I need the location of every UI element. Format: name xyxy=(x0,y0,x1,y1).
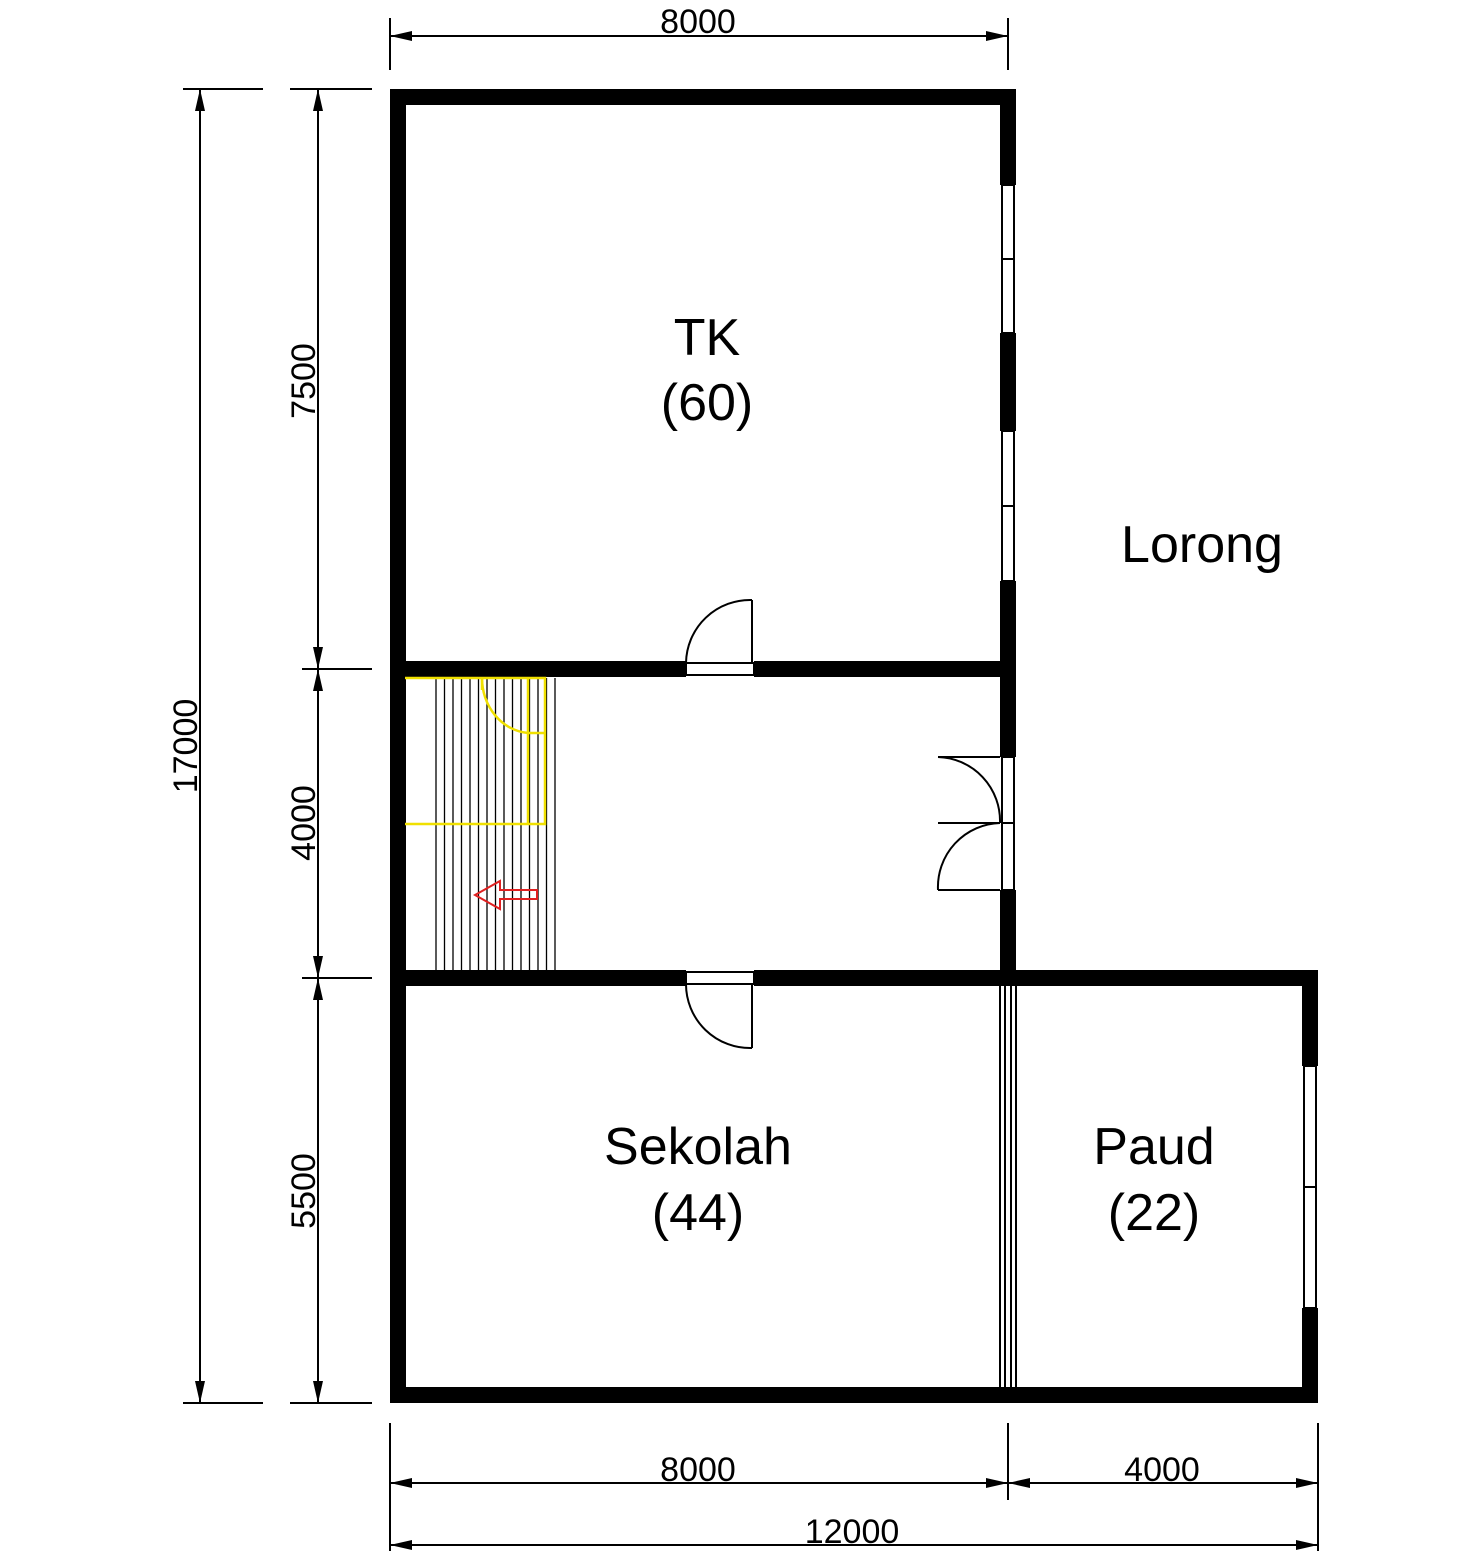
door-sekolah xyxy=(685,971,755,1050)
window-paud-right xyxy=(1303,1065,1317,1309)
stair-direction-arrow-icon xyxy=(472,879,538,911)
partition-sekolah-paud xyxy=(999,986,1017,1387)
room-paud-name: Paud xyxy=(1093,1118,1214,1176)
dimension-total-height-label: 17000 xyxy=(167,699,205,794)
room-lorong-name: Lorong xyxy=(1121,516,1283,574)
dimension-bottom-right-label: 4000 xyxy=(1124,1451,1200,1489)
wall-right-upper-4 xyxy=(1000,890,1016,986)
wall-right-upper-2 xyxy=(1000,333,1016,431)
room-labels: TK (60) Sekolah (44) Paud (22) Lorong xyxy=(604,309,1283,1242)
wall-left xyxy=(390,89,406,1403)
dimension-height-middle-label: 4000 xyxy=(285,785,323,861)
window-tk-right-1 xyxy=(1001,184,1015,334)
dimension-bottom-total: 12000 xyxy=(390,1513,1318,1551)
dimension-top-width-label: 8000 xyxy=(660,3,736,41)
dimension-bottom-split: 8000 4000 xyxy=(389,1423,1319,1551)
room-tk-capacity: (60) xyxy=(661,374,753,432)
room-tk-name: TK xyxy=(674,309,741,367)
doors xyxy=(685,598,1015,1050)
wall-bottom xyxy=(390,1387,1318,1403)
wall-middle-sekolah-2 xyxy=(754,970,1318,986)
dimension-top-width: 8000 xyxy=(389,3,1009,70)
wall-tk-middle-2 xyxy=(754,661,1016,677)
window-tk-right-2 xyxy=(1001,430,1015,582)
windows xyxy=(999,184,1317,1387)
stair-landing-outline xyxy=(405,676,547,826)
wall-middle-sekolah xyxy=(390,970,686,986)
wall-right-upper-3 xyxy=(1000,581,1016,757)
dimension-total-height: 17000 xyxy=(167,88,263,1404)
wall-tk-middle xyxy=(390,661,686,677)
dimension-segment-heights: 7500 4000 5500 xyxy=(285,88,372,1404)
wall-paud-right-1 xyxy=(1302,970,1318,1066)
wall-right-upper-1 xyxy=(1000,89,1016,185)
dimensions: 8000 8000 4000 12000 xyxy=(167,3,1319,1551)
walls xyxy=(390,89,1318,1403)
room-sekolah-name: Sekolah xyxy=(604,1118,792,1176)
room-paud-capacity: (22) xyxy=(1108,1184,1200,1242)
wall-paud-right-2 xyxy=(1302,1308,1318,1403)
dimension-height-top-label: 7500 xyxy=(285,343,323,419)
door-tk xyxy=(685,598,755,676)
dimension-bottom-left-label: 8000 xyxy=(660,1451,736,1489)
wall-top xyxy=(390,89,1016,105)
dimension-bottom-total-label: 12000 xyxy=(805,1513,900,1551)
door-lorong-double xyxy=(936,756,1015,891)
dimension-height-bottom-label: 5500 xyxy=(285,1153,323,1229)
room-sekolah-capacity: (44) xyxy=(652,1184,744,1242)
